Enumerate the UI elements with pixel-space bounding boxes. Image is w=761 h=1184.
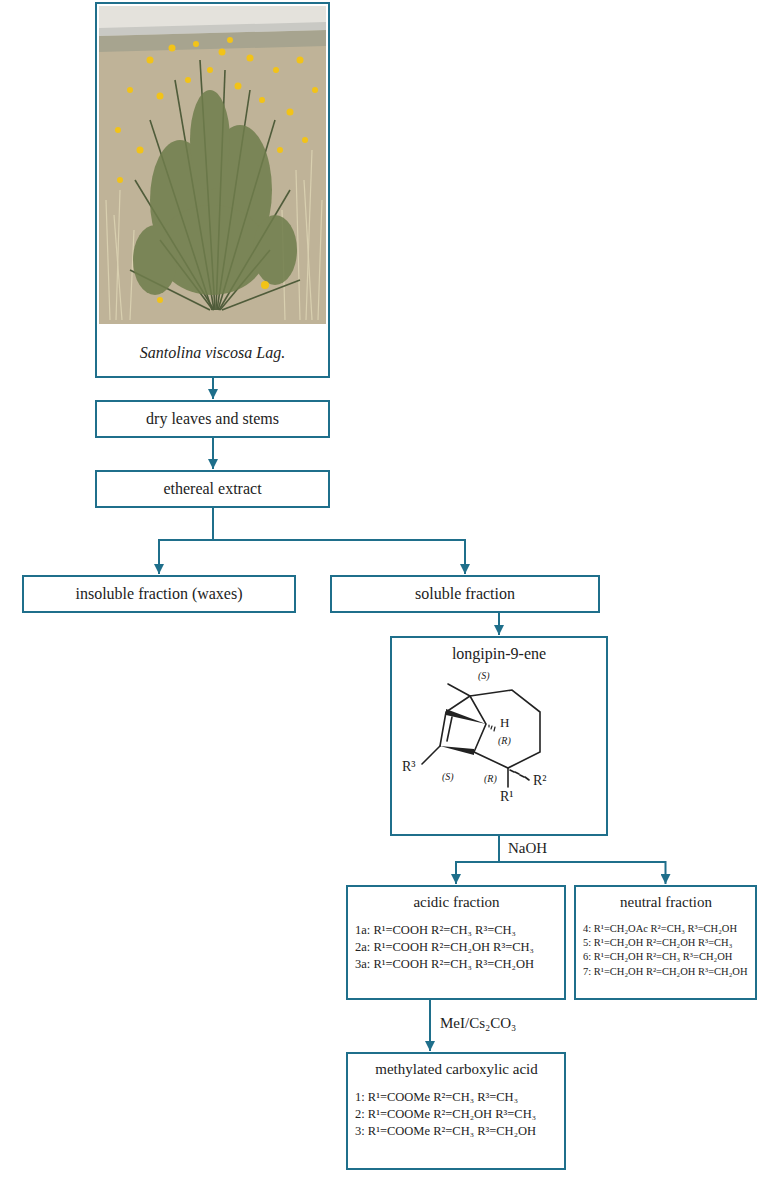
- reagent-label: MeI/Cs₂CO₃: [438, 1015, 518, 1032]
- ring-bonds: [470, 690, 540, 768]
- box-title: neutral fraction: [620, 893, 712, 913]
- substituent-label: R²: [533, 774, 547, 788]
- flow-arrow: [498, 613, 500, 635]
- ring-bonds: [440, 696, 470, 746]
- compound-line: 5: R¹=CH₂OH R²=CH₂OH R³=CH₃: [583, 936, 732, 950]
- photo-ground: [99, 6, 326, 324]
- reagent-label: NaOH: [506, 840, 549, 857]
- yellow-flowers: [115, 37, 318, 303]
- compound-line: 4: R¹=CH₂OAc R²=CH₃ R³=CH₂OH: [583, 922, 737, 936]
- compound-line: 3: R¹=COOMe R²=CH₃ R³=CH₂OH: [355, 1123, 536, 1140]
- compound-line: 6: R¹=CH₂OH R²=CH₃ R³=CH₂OH: [583, 950, 732, 964]
- stereo-descriptor: (S): [478, 671, 490, 681]
- flow-arrow: [456, 836, 499, 884]
- shrub-stems: [130, 60, 300, 310]
- shrub-foliage: [133, 90, 297, 295]
- compound-line: 1a: R¹=COOH R²=CH₃ R³=CH₃: [355, 922, 516, 939]
- shrub-photo: [99, 6, 326, 324]
- fraction-box: neutral fraction 4: R¹=CH₂OAc R²=CH₃ R³=C…: [574, 885, 757, 1000]
- product-box: methylated carboxylic acid 1: R¹=COOMe R²…: [346, 1052, 566, 1170]
- h-hashed-bond: [489, 725, 495, 731]
- box-title: insoluble fraction (waxes): [75, 585, 242, 603]
- box-title: methylated carboxylic acid: [375, 1060, 537, 1080]
- methyl-bond: [448, 684, 470, 696]
- box-title: dry leaves and stems: [146, 410, 279, 428]
- stereo-descriptor: (R): [484, 774, 497, 784]
- compound-line: 2: R¹=COOMe R²=CH₂OH R³=CH₃: [355, 1106, 536, 1123]
- flow-arrow: [213, 508, 465, 574]
- flow-arrow: [159, 508, 213, 574]
- box-title: soluble fraction: [415, 585, 515, 603]
- photo-box: Santolina viscosa Lag.: [95, 2, 330, 378]
- far-hill: [99, 30, 326, 52]
- r2-hashed-bond: [510, 770, 529, 780]
- process-box: ethereal extract: [95, 470, 330, 508]
- substituent-label: R¹: [500, 790, 514, 804]
- box-title: acidic fraction: [413, 893, 499, 913]
- compound-line: 2a: R¹=COOH R²=CH₂OH R³=CH₃: [355, 939, 534, 956]
- stereo-descriptor: (R): [498, 736, 511, 746]
- flow-arrow: [212, 378, 214, 399]
- wedge-bond: [440, 746, 474, 755]
- compound-line: 1: R¹=COOMe R²=CH₃ R³=CH₃: [355, 1089, 518, 1106]
- wedge-bond: [446, 709, 486, 724]
- process-box: dry leaves and stems: [95, 400, 330, 438]
- r1-bond: [507, 768, 509, 787]
- compound-line: 7: R¹=CH₂OH R²=CH₂OH R³=CH₂OH: [583, 965, 748, 979]
- box-title: ethereal extract: [163, 480, 261, 498]
- atom-label: H: [500, 716, 509, 729]
- r3-bond: [422, 746, 440, 764]
- box-title: Santolina viscosa Lag.: [140, 344, 285, 362]
- fraction-box: acidic fraction 1a: R¹=COOH R²=CH₃ R³=CH₃…: [346, 885, 566, 1000]
- box-title: longipin-9-ene: [452, 645, 546, 663]
- substituent-label: R³: [402, 760, 416, 774]
- longipinene-structure: [422, 684, 540, 787]
- double-bond: [447, 717, 452, 741]
- compound-line: 3a: R¹=COOH R²=CH₃ R³=CH₂OH: [355, 956, 534, 973]
- fraction-box: soluble fraction: [330, 575, 600, 613]
- flow-arrow: [212, 438, 214, 469]
- flow-arrow: [429, 1000, 431, 1051]
- flow-arrow: [499, 836, 666, 884]
- stereo-descriptor: (S): [442, 772, 454, 782]
- fraction-box: insoluble fraction (waxes): [22, 575, 296, 613]
